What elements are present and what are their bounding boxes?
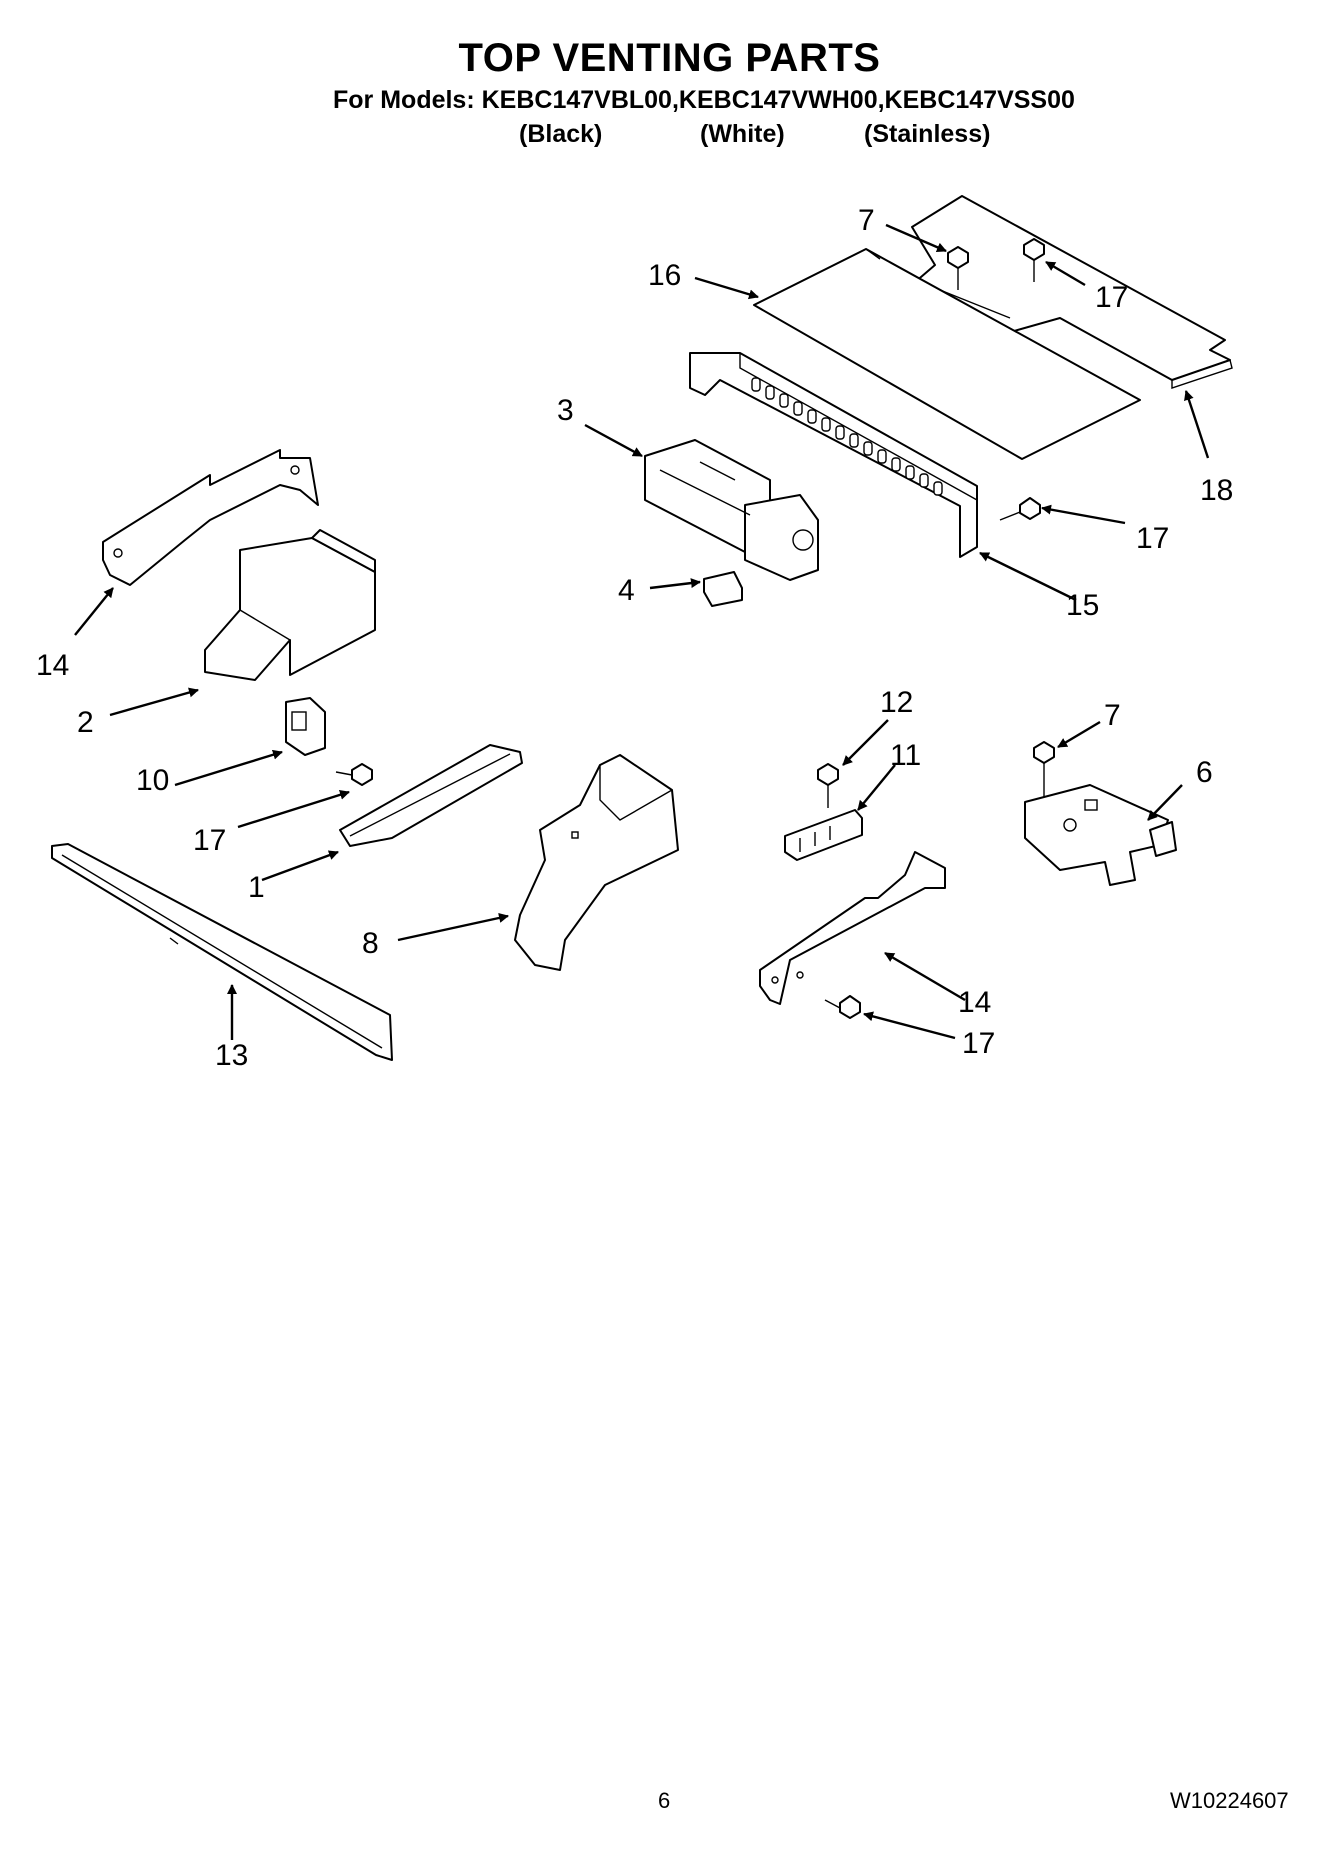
callout-17-bottom: 17	[962, 1027, 995, 1060]
part-10-switch	[285, 697, 326, 756]
document-number: W10224607	[1170, 1788, 1289, 1813]
callout-15: 15	[1066, 589, 1099, 622]
callout-14-upper: 14	[36, 649, 69, 682]
screw-17-right	[999, 497, 1041, 521]
callout-4: 4	[618, 574, 635, 607]
part-16-vent-panel	[753, 248, 1141, 460]
callout-17-left: 17	[193, 824, 226, 857]
part-8-duct-shroud	[514, 754, 679, 971]
variant-stainless: (Stainless)	[864, 120, 991, 148]
callout-18: 18	[1200, 474, 1233, 507]
part-15-perforated-bracket	[689, 352, 978, 558]
screw-17-bottom	[824, 995, 861, 1019]
part-11-terminal-block	[784, 809, 863, 861]
callout-3: 3	[557, 394, 574, 427]
callout-7-right: 7	[1104, 699, 1121, 732]
callout-6: 6	[1196, 756, 1213, 789]
screw-17-top	[1023, 238, 1045, 282]
callout-10: 10	[136, 764, 169, 797]
part-13-trim-rail	[51, 843, 393, 1061]
part-2-air-duct	[204, 529, 376, 681]
callout-labels: 7 17 16 18 3 17 15 4 14 2 10 17 1 8 13 1…	[36, 204, 1233, 1072]
variant-white: (White)	[700, 120, 785, 148]
callout-14-lower: 14	[958, 986, 991, 1019]
screw-17-left	[335, 763, 373, 786]
page-title: TOP VENTING PARTS	[458, 36, 881, 80]
models-line: For Models: KEBC147VBL00,KEBC147VWH00,KE…	[333, 86, 1075, 114]
callout-17-top: 17	[1095, 281, 1128, 314]
part-3-blower-assembly	[644, 439, 819, 581]
variant-black: (Black)	[519, 120, 603, 148]
part-4-connector-block	[703, 571, 743, 607]
screw-12	[817, 763, 839, 808]
part-14-upper-bracket	[102, 449, 319, 586]
page-number: 6	[658, 1788, 671, 1813]
callout-11: 11	[890, 739, 921, 772]
callout-2: 2	[77, 706, 94, 739]
callout-13: 13	[215, 1039, 248, 1072]
screw-7-top	[947, 246, 969, 290]
callout-7-top: 7	[858, 204, 875, 237]
part-14-lower-bracket	[759, 851, 946, 1005]
callout-17-right: 17	[1136, 522, 1169, 555]
callout-8: 8	[362, 927, 379, 960]
leader-lines	[74, 223, 1210, 1040]
part-6-sensor-bracket	[1024, 784, 1177, 886]
part-1-duct-cover	[339, 744, 523, 847]
screw-7-right	[1033, 741, 1055, 800]
callout-16: 16	[648, 259, 681, 292]
callout-1: 1	[248, 871, 265, 904]
callout-12: 12	[880, 686, 913, 719]
